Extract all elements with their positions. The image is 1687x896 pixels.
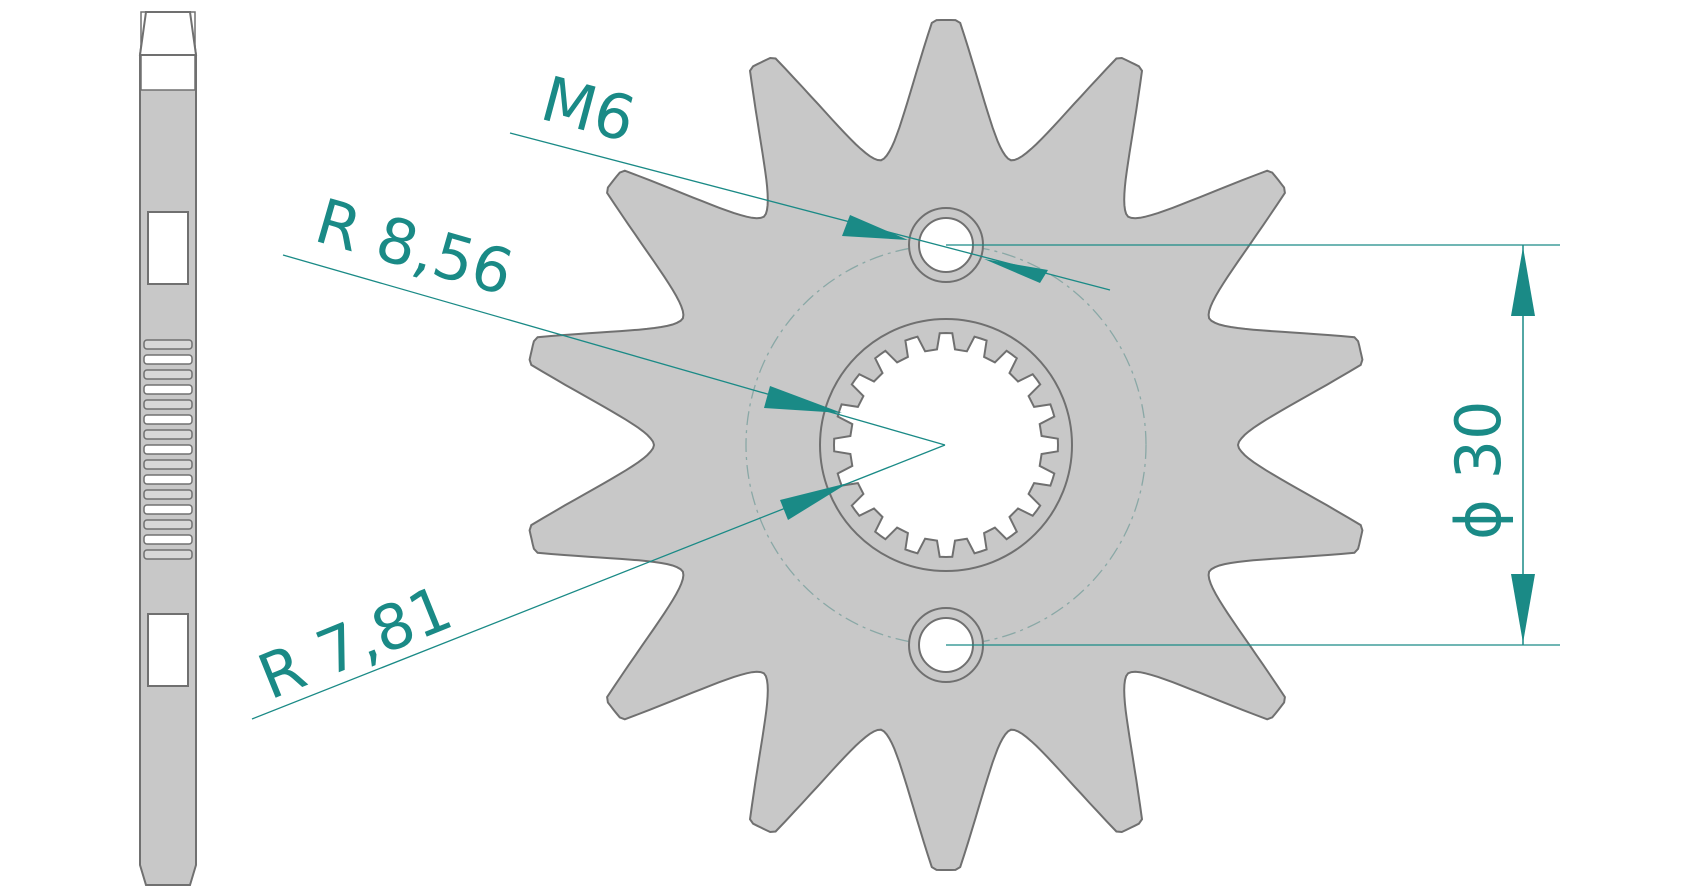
side-profile-rib bbox=[143, 474, 193, 485]
spline-bore bbox=[832, 331, 1060, 559]
side-profile-rib bbox=[143, 369, 193, 380]
side-profile-rib bbox=[143, 534, 193, 545]
outer-radius-arrow bbox=[764, 386, 842, 413]
thread-arrow-right bbox=[984, 259, 1048, 283]
side-profile-spline-ribs bbox=[143, 339, 193, 560]
side-profile-rib bbox=[143, 429, 193, 440]
inner-radius-arrow bbox=[780, 483, 848, 520]
side-profile-rib bbox=[143, 444, 193, 455]
side-profile-rib bbox=[143, 519, 193, 530]
bolt-circle-arrow-top bbox=[1511, 247, 1535, 316]
side-profile-rib bbox=[143, 414, 193, 425]
side-profile-rib bbox=[143, 489, 193, 500]
side-profile-rib bbox=[143, 459, 193, 470]
side-profile-rib bbox=[143, 549, 193, 560]
side-profile-top-cap bbox=[138, 11, 198, 56]
outer-radius-leader-line bbox=[282, 254, 946, 446]
side-profile-rib bbox=[143, 504, 193, 515]
side-profile-rib bbox=[143, 399, 193, 410]
inner-radius-label: R 7,81 bbox=[248, 571, 462, 714]
side-profile-upper-slot bbox=[147, 211, 189, 285]
side-profile-rib bbox=[143, 354, 193, 365]
thread-label: M6 bbox=[534, 62, 643, 157]
thread-arrow-left bbox=[842, 215, 908, 240]
bolt-circle-arrow-bottom bbox=[1511, 574, 1535, 643]
dimensions bbox=[251, 132, 1560, 720]
outer-radius-label: R 8,56 bbox=[308, 184, 521, 310]
front-view bbox=[528, 19, 1364, 871]
side-profile-rib bbox=[143, 339, 193, 350]
bolt-circle-label: ϕ 30 bbox=[1442, 401, 1515, 541]
side-profile-rib bbox=[143, 384, 193, 395]
side-profile-view bbox=[138, 11, 198, 886]
side-profile-lower-slot bbox=[147, 613, 189, 687]
pitch-circle bbox=[745, 244, 1147, 646]
